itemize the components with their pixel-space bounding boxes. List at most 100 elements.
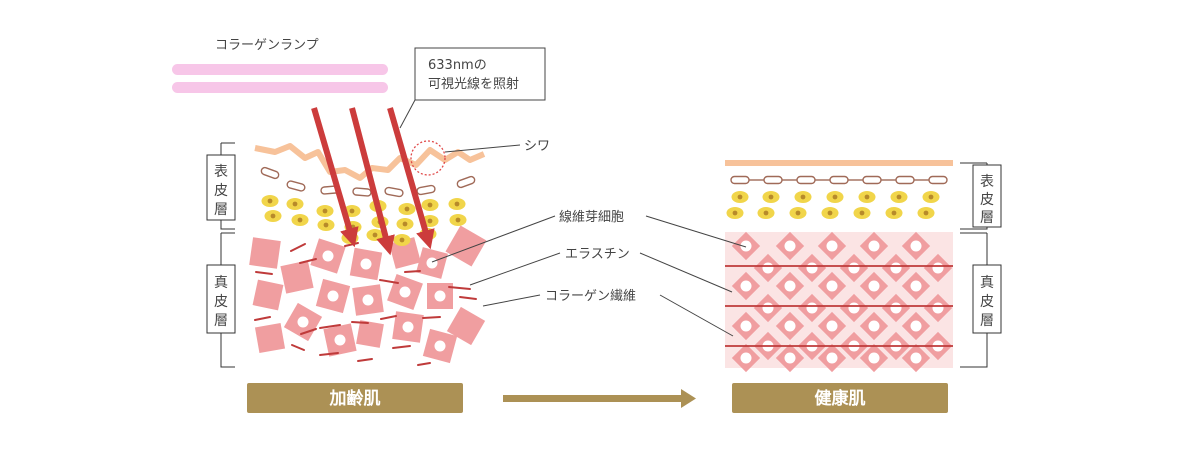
aged-cell-nucleus	[292, 201, 298, 207]
healthy-chain-link	[730, 175, 750, 185]
aged-dermis	[249, 225, 487, 366]
healthy-cell-nucleus	[923, 210, 929, 216]
aged-elastin-fiber	[254, 316, 271, 321]
aged-collagen-fiber-core	[434, 290, 446, 302]
aged-cell-nucleus	[399, 237, 405, 243]
aged-collagen-fiber-core	[402, 321, 414, 333]
aged-elastin-fiber	[404, 270, 421, 273]
lamp-label: コラーゲンランプ	[215, 38, 319, 53]
aged-cell-nucleus	[427, 202, 433, 208]
healthy-chain-link	[829, 175, 849, 185]
aged-cell-nucleus	[402, 221, 408, 227]
collagen-fiber-label: コラーゲン繊維	[545, 288, 636, 304]
healthy-skin-banner: 健康肌	[732, 383, 948, 413]
aged-chain-link	[456, 175, 476, 189]
aged-collagen-fiber-core	[426, 257, 438, 269]
aged-collagen-fiber	[254, 322, 286, 354]
transition-arrow	[503, 389, 696, 408]
healthy-collagen-fiber-core	[826, 320, 838, 332]
healthy-collagen-fiber-core	[932, 262, 944, 274]
left-epidermis-bracket: 表 皮 層	[206, 142, 236, 230]
healthy-chain-link	[895, 175, 915, 185]
wrinkle-label: シワ	[524, 139, 550, 154]
healthy-cell-nucleus	[859, 210, 865, 216]
aged-collagen-fiber-core	[297, 316, 309, 328]
light-beams	[311, 107, 435, 256]
healthy-cell-nucleus	[928, 194, 934, 200]
collagen-lamp: コラーゲンランプ	[172, 38, 388, 93]
aged-elastin-fiber	[357, 358, 373, 362]
healthy-collagen-fiber-core	[784, 352, 796, 364]
aged-cell-nucleus	[297, 217, 303, 223]
aged-cell-nucleus	[267, 198, 273, 204]
lamp-tube-1	[172, 64, 388, 75]
healthy-chain-link	[928, 175, 948, 185]
aged-collagen-fiber	[356, 320, 384, 348]
aged-chain-link	[352, 187, 372, 197]
aged-collagen-fiber	[280, 260, 314, 294]
aged-skin-label: 加齢肌	[329, 388, 381, 409]
right-epidermis-char-2: 皮	[980, 192, 994, 208]
healthy-collagen-fiber-core	[848, 302, 860, 314]
healthy-cell-nucleus	[795, 210, 801, 216]
light-beam	[349, 107, 395, 256]
healthy-collagen-fiber-core	[868, 320, 880, 332]
healthy-cell-nucleus	[864, 194, 870, 200]
healthy-chain-link	[862, 175, 882, 185]
healthy-collagen-fiber-core	[740, 280, 752, 292]
aged-elastin-fiber	[417, 362, 431, 366]
dermis-char-1: 真	[214, 275, 228, 291]
epidermis-char-1: 表	[214, 164, 228, 180]
right-dermis-char-2: 皮	[980, 294, 994, 310]
aged-elastin-fiber	[299, 258, 317, 264]
right-dermis-char-1: 真	[980, 275, 994, 291]
healthy-collagen-fiber-core	[806, 302, 818, 314]
aged-cell-nucleus	[454, 201, 460, 207]
aged-collagen-fiber-core	[360, 258, 372, 270]
healthy-collagen-fiber-core	[890, 262, 902, 274]
aged-chain-link	[286, 180, 306, 192]
light-beam	[311, 107, 359, 248]
healthy-dermis	[725, 231, 953, 373]
aged-chain-link	[416, 184, 436, 196]
healthy-collagen-fiber-core	[910, 320, 922, 332]
aged-elastin-fiber	[319, 352, 339, 356]
healthy-collagen-fiber-core	[826, 280, 838, 292]
healthy-cell-nucleus	[732, 210, 738, 216]
epidermis-char-2: 皮	[214, 183, 228, 199]
healthy-collagen-fiber-core	[868, 280, 880, 292]
healthy-cell-nucleus	[891, 210, 897, 216]
healthy-collagen-fiber-core	[806, 262, 818, 274]
aged-collagen-fiber-core	[327, 290, 339, 302]
healthy-chain-link	[763, 175, 783, 185]
healthy-collagen-fiber-core	[762, 262, 774, 274]
aged-collagen-fiber	[389, 237, 421, 269]
elastin-label: エラスチン	[565, 247, 630, 262]
right-dermis-bracket: 真 皮 層	[960, 232, 1002, 368]
lamp-tube-2	[172, 82, 388, 93]
healthy-cell-nucleus	[763, 210, 769, 216]
aged-collagen-fiber	[249, 237, 281, 269]
aged-epidermis-cells	[261, 195, 467, 246]
healthy-chain-link	[796, 175, 816, 185]
healthy-cell-nucleus	[768, 194, 774, 200]
aged-chain-link	[384, 186, 404, 198]
healthy-collagen-fiber-core	[932, 302, 944, 314]
healthy-skin-illustration	[725, 160, 953, 373]
aged-cell-nucleus	[404, 206, 410, 212]
aged-collagen-fiber	[445, 225, 487, 267]
healthy-collagen-fiber-core	[740, 240, 752, 252]
right-epidermis-char-1: 表	[980, 174, 994, 190]
aged-cell-chain	[260, 166, 476, 198]
healthy-cell-nucleus	[896, 194, 902, 200]
healthy-collagen-fiber-core	[848, 262, 860, 274]
healthy-collagen-fiber-core	[740, 320, 752, 332]
note-line-1: 633nmの	[428, 58, 487, 73]
dermis-char-3: 層	[214, 313, 228, 329]
aged-collagen-fiber-core	[322, 250, 334, 262]
fibroblast-label: 線維芽細胞	[559, 209, 624, 225]
aged-elastin-fiber	[300, 328, 317, 335]
aged-elastin-fiber	[448, 286, 471, 290]
aged-cell-nucleus	[372, 232, 378, 238]
aged-elastin-fiber	[351, 321, 369, 324]
